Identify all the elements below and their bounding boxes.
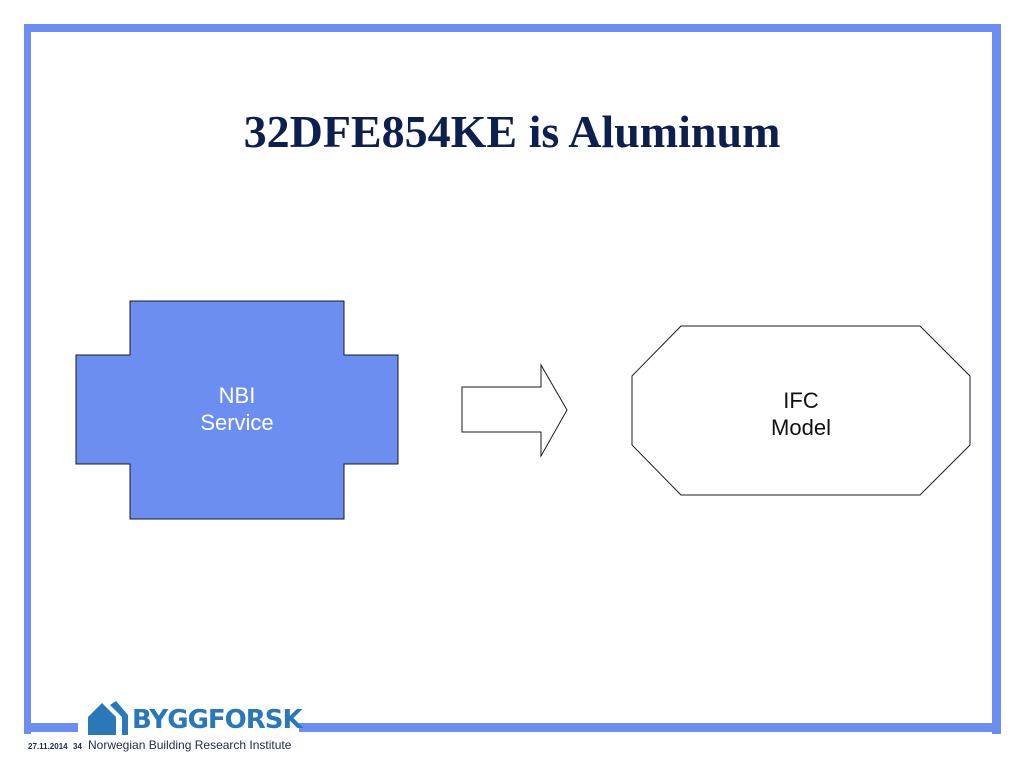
footer-date: 27.11.2014 — [28, 742, 68, 751]
slide-title: 32DFE854KE is Aluminum — [243, 106, 781, 157]
nbi-service-label: NBI Service — [130, 382, 344, 436]
ifc-label-line1: IFC — [783, 388, 819, 413]
nbi-service-cross-shape — [75, 300, 399, 520]
flow-arrow — [461, 363, 568, 458]
footer-organization: Norwegian Building Research Institute — [88, 738, 292, 752]
slide-frame-bottom-left — [24, 723, 78, 732]
slide-frame-left — [24, 24, 31, 734]
byggforsk-logo: BYGGFORSK — [86, 701, 303, 739]
footer-page-number: 34 — [73, 742, 82, 751]
slide-frame-right — [992, 24, 1001, 734]
logo-brand-text: BYGGFORSK — [132, 705, 303, 735]
slide-frame-bottom-right — [299, 723, 1001, 732]
ifc-model-label: IFC Model — [632, 387, 970, 441]
nbi-label-line1: NBI — [218, 383, 256, 408]
house-icon — [88, 701, 128, 735]
ifc-label-line2: Model — [771, 415, 831, 440]
nbi-label-line2: Service — [200, 410, 274, 435]
slide-frame-top — [24, 24, 1001, 32]
ifc-model-octagon-shape — [631, 325, 971, 496]
